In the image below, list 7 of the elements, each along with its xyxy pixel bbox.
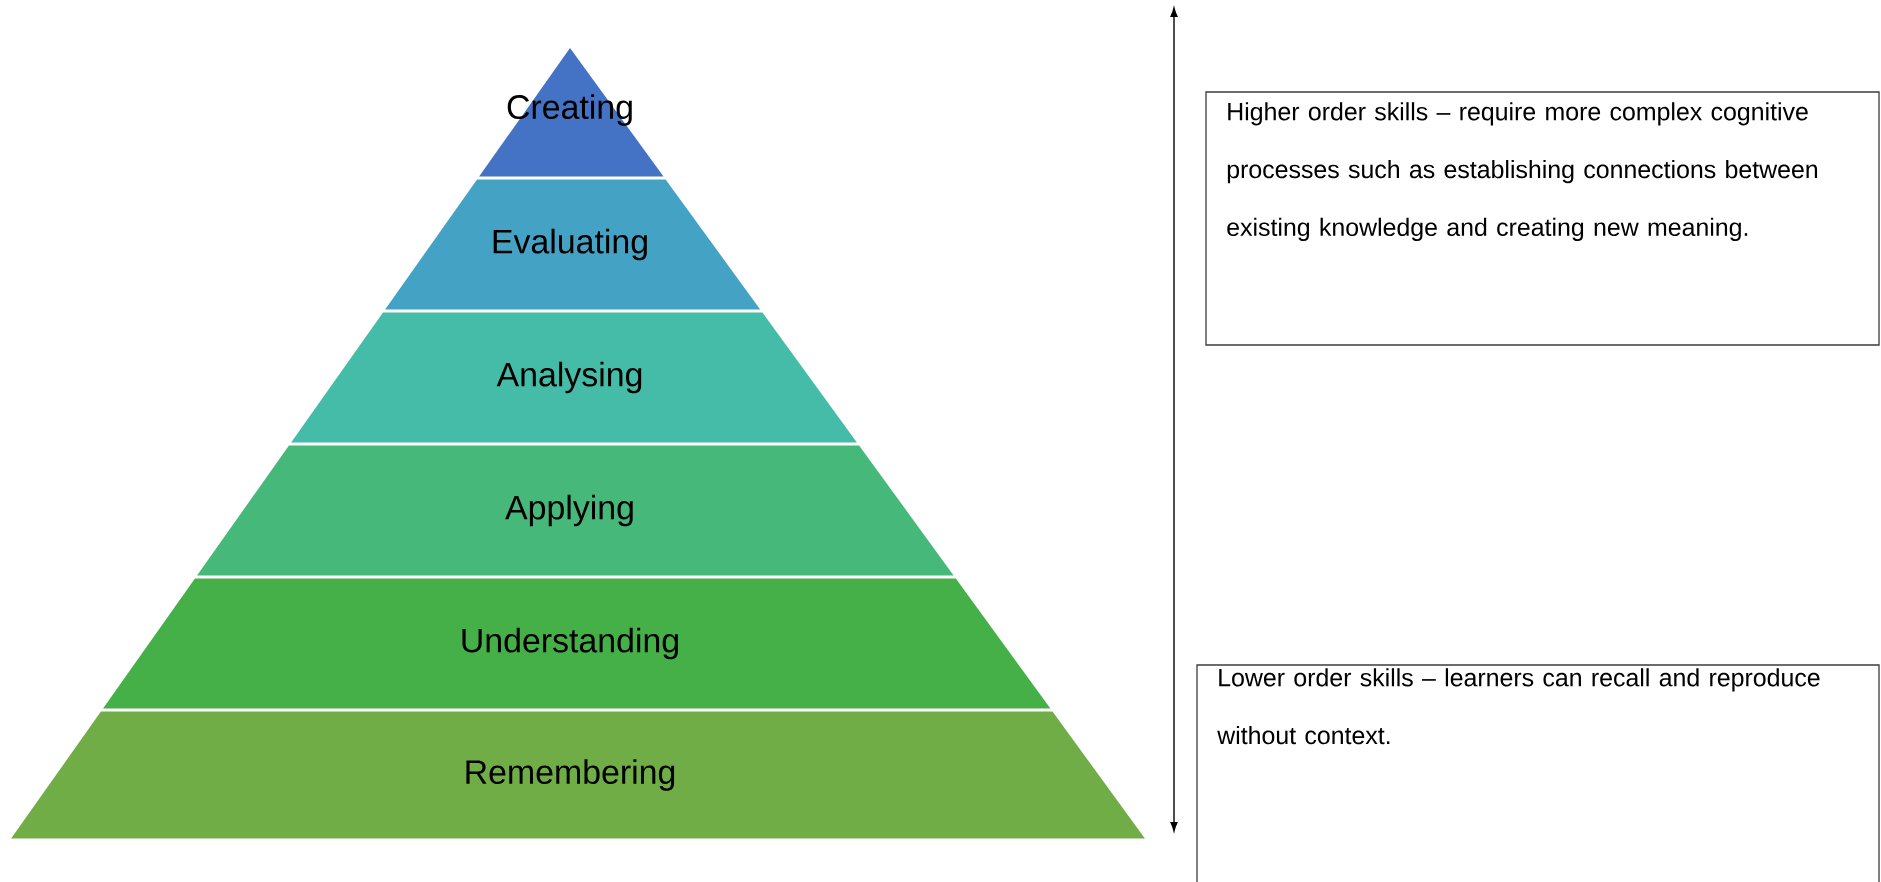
pyramid-band: Remembering bbox=[11, 711, 1145, 839]
text-box: Lower order skills – learners can recall and reproduce without context. bbox=[1196, 664, 1880, 882]
text-box: Higher order skills – require more complex cognitive processes such as establishing connections between existing knowledge and creating new meaning. bbox=[1205, 91, 1880, 346]
pyramid-band: Evaluating bbox=[385, 179, 761, 310]
pyramid-band: Analysing bbox=[291, 312, 857, 443]
pyramid-band: Understanding bbox=[103, 578, 1051, 709]
pyramid-band: Applying bbox=[197, 445, 954, 576]
